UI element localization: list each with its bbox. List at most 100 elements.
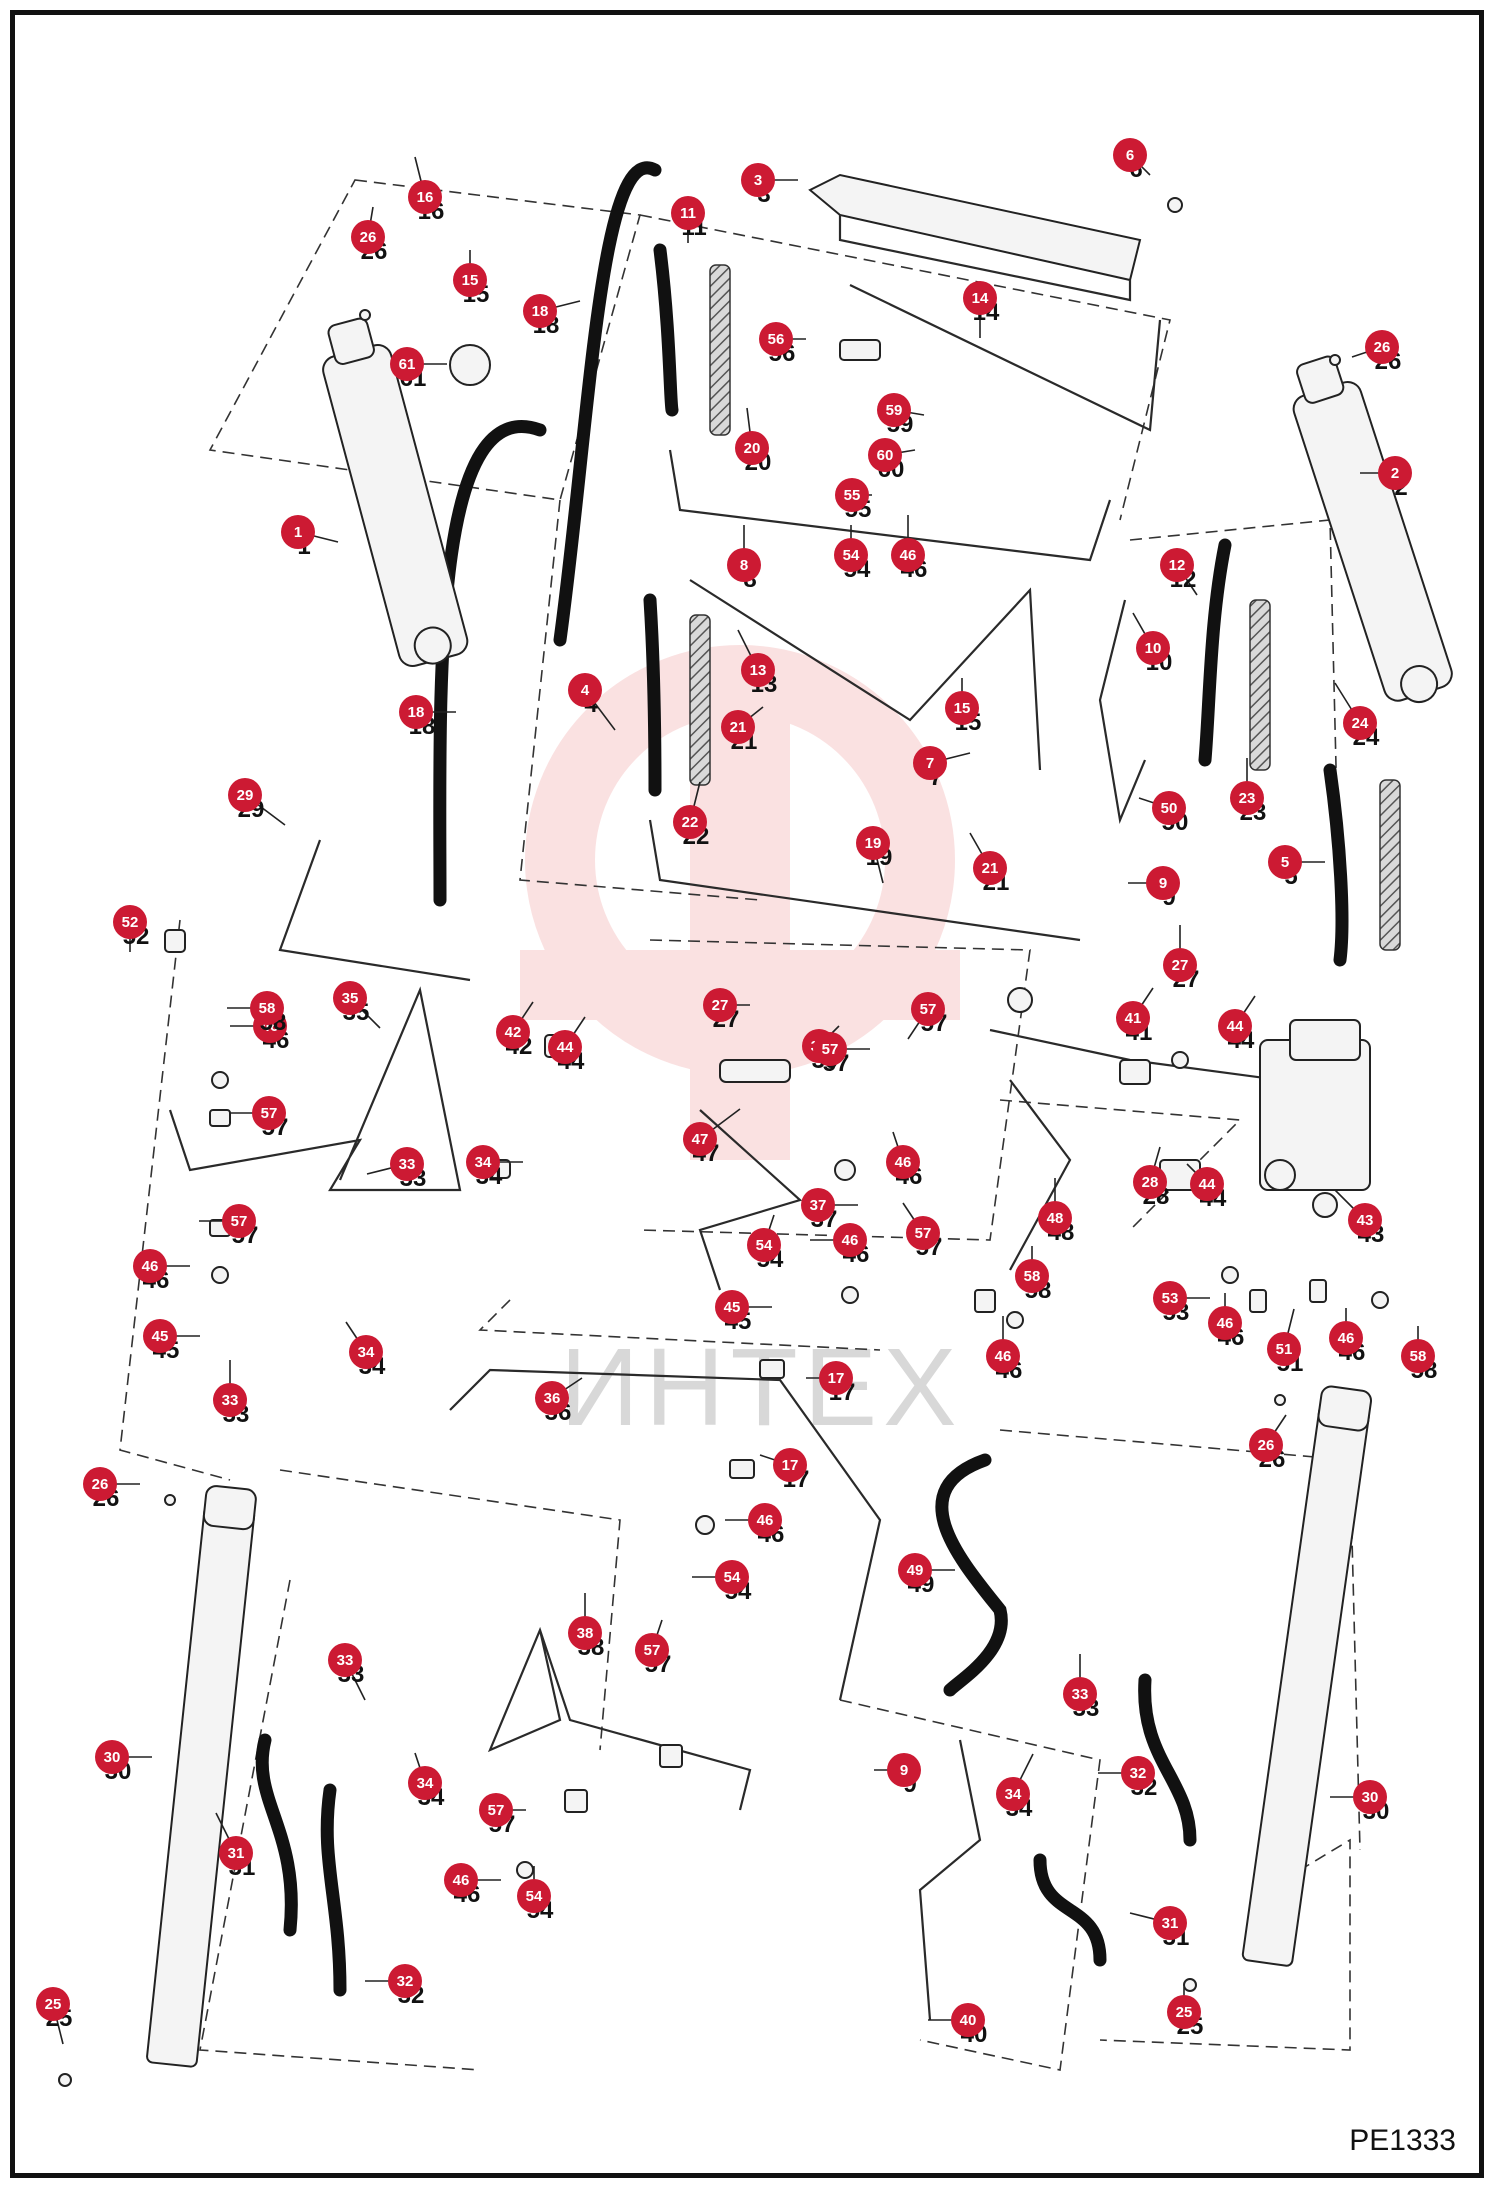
hoses: [255, 161, 1349, 1997]
guard-plate-3: [808, 173, 1142, 302]
callout-number: 33: [222, 1392, 239, 1409]
callout-marker: [36, 1987, 70, 2021]
callout-number: 44: [1199, 1176, 1216, 1193]
callout-marker: [833, 1223, 867, 1257]
callout-marker: [399, 695, 433, 729]
figure-code: PE1333: [1349, 2124, 1456, 2157]
callout-number: 1: [294, 524, 302, 541]
callout-marker: [1160, 548, 1194, 582]
callout-marker: [1163, 948, 1197, 982]
callouts: 1122334455667788999910101111121213131414…: [36, 138, 1437, 2048]
callout-marker: [1343, 706, 1377, 740]
callout-14: 1414: [963, 281, 1000, 326]
callout-marker: [1167, 1995, 1201, 2029]
callout-number: 45: [724, 1299, 741, 1316]
callout-marker: [1136, 631, 1170, 665]
callout-number: 3: [754, 172, 762, 189]
callout-number: 17: [782, 1457, 799, 1474]
callout-marker: [1348, 1203, 1382, 1237]
tube-48: [1009, 1079, 1072, 1271]
callout-number: 22: [682, 814, 699, 831]
callout-marker: [517, 1879, 551, 1913]
callout-number: 8: [740, 557, 748, 574]
callout-number: 59: [886, 402, 903, 419]
cylinder-2: [1292, 355, 1453, 704]
tube-14: [849, 284, 1162, 432]
cylinders: [146, 317, 1453, 2068]
sleeve-23: [1249, 599, 1271, 771]
callout-marker: [252, 1096, 286, 1130]
hose-49: [935, 1453, 1008, 1697]
callout-marker: [886, 1145, 920, 1179]
callout-number: 29: [237, 787, 254, 804]
callout-marker: [721, 710, 755, 744]
callout-marker: [1353, 1780, 1387, 1814]
callout-55: 5555: [835, 478, 871, 523]
callout-marker: [388, 1964, 422, 1998]
callout-3: 33: [741, 163, 775, 208]
callout-marker: [868, 438, 902, 472]
callout-number: 2: [1391, 465, 1399, 482]
sleeve-20: [709, 264, 731, 436]
callout-number: 57: [920, 1001, 937, 1018]
callout-marker: [1153, 1281, 1187, 1315]
callout-number: 57: [261, 1105, 278, 1122]
callout-number: 4: [581, 682, 590, 699]
callout-marker: [951, 2003, 985, 2037]
callout-marker: [1146, 866, 1180, 900]
callout-number: 30: [1362, 1789, 1379, 1806]
callout-number: 33: [399, 1156, 416, 1173]
callout-marker: [228, 778, 262, 812]
callout-number: 26: [1374, 339, 1391, 356]
callout-number: 43: [1357, 1212, 1374, 1229]
callout-number: 28: [1142, 1174, 1159, 1191]
callout-number: 54: [724, 1569, 741, 1586]
callout-marker: [801, 1188, 835, 1222]
tube-36: [449, 1368, 882, 1701]
callout-59: 5959: [877, 393, 913, 438]
hose-12: [1198, 538, 1232, 767]
control-valve-43: [1159, 1019, 1371, 1218]
callout-number: 41: [1125, 1010, 1142, 1027]
callout-marker: [250, 991, 284, 1025]
tube-13: [689, 579, 1042, 771]
callout-marker: [349, 1335, 383, 1369]
callout-number: 9: [900, 1762, 908, 1779]
callout-1: 11: [281, 515, 315, 560]
callout-marker: [1152, 791, 1186, 825]
callout-number: 13: [750, 662, 767, 679]
callout-marker: [1218, 1009, 1252, 1043]
cylinder-30-right: [1241, 1385, 1373, 1967]
tube-35: [168, 986, 462, 1192]
callout-number: 46: [757, 1512, 774, 1529]
callout-marker: [213, 1383, 247, 1417]
callout-marker: [1116, 1001, 1150, 1035]
hose-18-upper: [553, 161, 662, 647]
callout-marker: [1015, 1259, 1049, 1293]
callout-number: 34: [417, 1775, 434, 1792]
callout-number: 36: [544, 1390, 561, 1407]
callout-marker: [1378, 456, 1412, 490]
